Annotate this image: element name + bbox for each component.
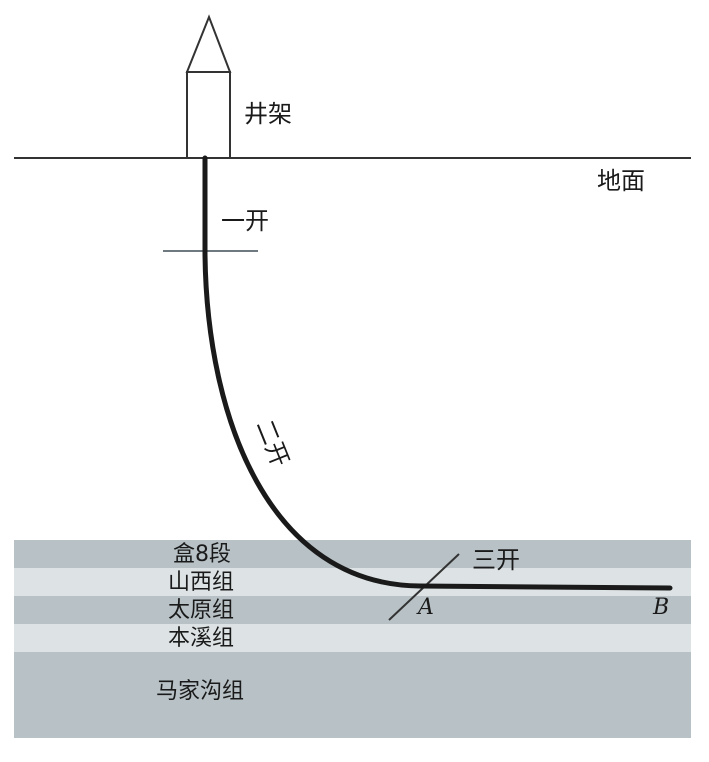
stratum-label-majiagou: 马家沟组: [156, 679, 244, 704]
stage-2-label: 二开: [250, 416, 294, 471]
stratum-label-taiyuan: 太原组: [168, 598, 234, 623]
well-path: [202, 155, 673, 591]
stratum-band-taiyuan: [14, 596, 691, 624]
stratum-label-benxi: 本溪组: [168, 626, 234, 651]
stratum-band-benxi: [14, 624, 691, 652]
stratum-band-majiagou: [14, 652, 691, 738]
stage-1-label: 一开: [221, 207, 269, 235]
point-a-label: A: [416, 595, 434, 620]
stratum-label-he8: 盒8段: [173, 542, 231, 567]
stratum-band-he8: [14, 540, 691, 568]
derrick-roof: [185, 14, 232, 73]
derrick-body: [186, 71, 231, 159]
stratum-label-shanxi: 山西组: [168, 570, 234, 595]
ground-label: 地面: [597, 167, 645, 195]
derrick-label: 井架: [244, 100, 292, 128]
stage-3-label: 三开: [472, 546, 520, 574]
derrick-icon: [185, 14, 232, 159]
point-b-label: B: [652, 595, 669, 620]
strata-layers: [14, 540, 691, 738]
strata-labels: 盒8段 山西组 太原组 本溪组 马家沟组: [156, 542, 244, 704]
